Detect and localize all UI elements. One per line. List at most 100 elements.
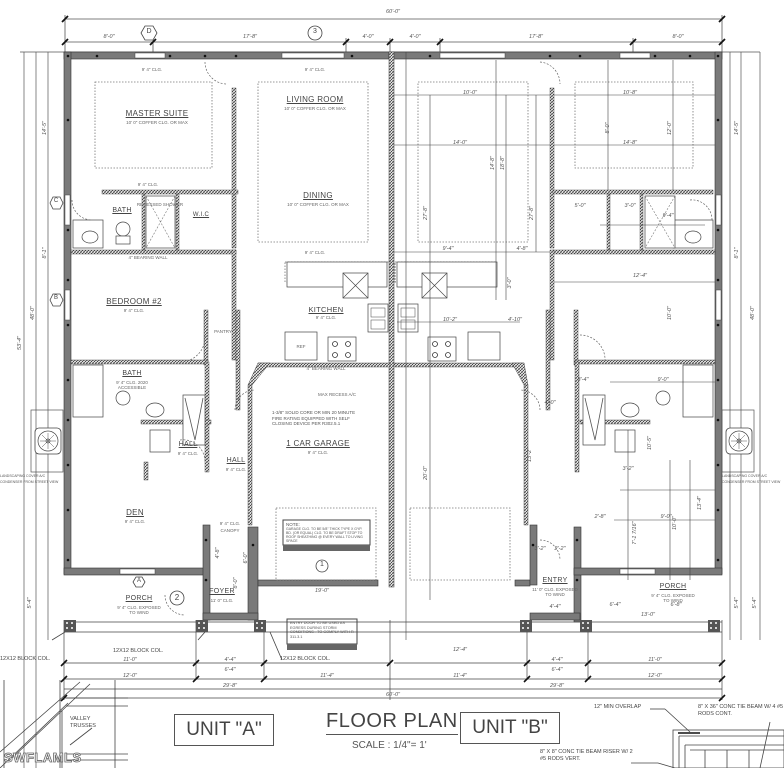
dim-b: 9'-0" <box>660 514 672 520</box>
room-porch-b: PORCH <box>659 583 687 590</box>
room-foyer-clg: 11' 0" CLG. <box>210 598 234 603</box>
dim-b: 12'-0" <box>667 120 673 136</box>
dim-bottom-b: 12'-0" <box>647 673 663 679</box>
room-porch-b-clg: 9' 4" CLG. EXPOSED TO WIND <box>651 593 695 603</box>
overlap-note: 12" MIN OVERLAP <box>594 704 642 710</box>
dim-b: 14'-0" <box>452 140 468 146</box>
room-living-clg: 10' 0" COFFER CLG. OR MAX <box>284 106 346 111</box>
dim-b: 3'-0" <box>624 203 636 209</box>
room-bedroom-2: BEDROOM #2 <box>106 297 162 306</box>
clg-note: 9' 4" CLG. <box>141 67 163 72</box>
room-kitchen: KITCHEN <box>308 305 344 314</box>
room-hall-1: HALL <box>178 441 198 448</box>
room-master-suite-clg: 10' 0" COFFER CLG. OR MAX <box>126 120 188 125</box>
room-master-bath: BATH <box>112 207 132 214</box>
dim-b: 20'-0" <box>423 465 429 481</box>
dim-b: 27'-8" <box>423 205 429 221</box>
dim-b: 6'-8" <box>670 602 682 608</box>
grid-marker-b <box>49 293 64 307</box>
room-foyer: FOYER <box>209 588 235 595</box>
room-kitchen-clg: 9' 4" CLG. <box>315 315 337 320</box>
dim-b: 9'-4" <box>662 213 674 219</box>
dim-bottom-a: 12'-0" <box>122 673 138 679</box>
clg-note: 9' 4" CLG. <box>304 250 326 255</box>
tie-beam-note: 8" X 36" CONC TIE BEAM W/ 4 #5 RODS CONT… <box>698 704 784 717</box>
room-garage-clg: 9' 4" CLG. <box>307 450 329 455</box>
room-entry-b: ENTRY <box>542 577 568 584</box>
tie-beam-riser-note: 8" X 8" CONC TIE BEAM RISER W/ 2 #5 RODS… <box>540 749 633 762</box>
dim-b: 2'-8" <box>594 514 606 520</box>
canopy-clg: 9' 4" CLG. <box>219 521 241 526</box>
grid-marker-c-label: C <box>53 198 59 204</box>
dim-b: 5'-0" <box>574 203 586 209</box>
room-den-clg: 9' 4" CLG. <box>124 519 146 524</box>
room-porch-a-clg: 9' 4" CLG. EXPOSED TO WIND <box>117 605 161 615</box>
room-garage: 1 CAR GARAGE <box>286 439 350 448</box>
dim-foyer-3: 6'-0" <box>243 552 249 564</box>
dim-left-mid: 48'-0" <box>30 305 36 321</box>
dim-right-total: 48'-0" <box>750 305 756 321</box>
dim-top-seg-5: 17'-8" <box>528 34 544 40</box>
dim-b: 10'-5" <box>647 435 653 451</box>
room-living: LIVING ROOM <box>286 95 344 104</box>
dim-b: 12'-4" <box>632 273 648 279</box>
dim-bottom-b: 4'-4" <box>551 657 563 663</box>
dim-top-seg-2: 17'-8" <box>242 34 258 40</box>
dim-b: 13'-4" <box>697 495 703 511</box>
dim-b: 7'-1 7/16" <box>632 521 638 545</box>
top-dimensions <box>20 15 760 53</box>
dim-b: 14'-8" <box>622 140 638 146</box>
dim-bottom-b: 6'-4" <box>551 667 563 673</box>
dim-bottom-a: 29'-8" <box>222 683 238 689</box>
dim-bottom-a: 4'-4" <box>224 657 236 663</box>
grid-marker-1-label: 1 <box>320 561 324 568</box>
dim-bottom-total: 60'-0" <box>385 692 401 698</box>
room-hall-1-clg: 9' 4" CLG. <box>177 451 199 456</box>
garage-note-title: NOTE: <box>286 522 300 527</box>
dim-b: 10'-0" <box>462 90 478 96</box>
dim-b: 2'-2" <box>554 546 566 552</box>
pantry-label: PANTRY <box>214 329 232 334</box>
dim-b: 3'-2" <box>622 466 634 472</box>
dim-b: 13'-2" <box>527 447 533 463</box>
clg-note: 9' 4" CLG. <box>137 182 159 187</box>
landscaping-note-b: LANDSCAPING COVER A/C CONDENSER FROM STR… <box>722 474 781 484</box>
dim-b: 27'-8" <box>529 205 535 221</box>
dim-bottom-b: 11'-4" <box>453 673 467 679</box>
dim-right-seg-3: 5'-4" <box>734 597 740 609</box>
room-porch-a: PORCH <box>125 595 153 602</box>
unit-a-label: UNIT "A" <box>174 714 274 746</box>
dim-b: 6'-4" <box>609 602 621 608</box>
canopy-label: CANOPY <box>220 528 240 533</box>
grid-marker-c <box>49 196 64 210</box>
grid-marker-2-label: 2 <box>174 593 180 602</box>
dim-bottom-b: 29'-8" <box>549 683 565 689</box>
dim-top-seg-4: 4'-0" <box>409 34 421 40</box>
dim-b: 3'-2" <box>534 546 546 552</box>
watermark: SWFLAMLS <box>4 750 82 766</box>
party-wall <box>388 51 395 588</box>
room-den: DEN <box>126 508 144 517</box>
room-entry-b-clg: 11' 0" CLG. EXPOSED TO WIND <box>532 587 578 597</box>
scale-label: SCALE : 1/4"= 1' <box>352 740 427 751</box>
dim-right-seg-1: 14'-5" <box>734 120 740 136</box>
room-dining-clg: 10' 0" COFFER CLG. OR MAX <box>287 202 349 207</box>
dim-b: 9'-0" <box>657 377 669 383</box>
bearing-wall-label: 4" BEARING WALL <box>306 366 346 371</box>
grid-marker-1 <box>315 559 329 573</box>
block-col-label: 12X12 BLOCK COL. <box>280 656 331 662</box>
dim-b: 10'-2" <box>442 317 458 323</box>
garage-note: GARAGE CLG. TO BE 5/8" THICK TYPE X GYP.… <box>286 527 363 543</box>
room-hall-2: HALL <box>226 457 246 464</box>
dim-left-seg-1: 14'-5" <box>42 120 48 136</box>
dim-left-total: 53'-4" <box>17 335 23 351</box>
dim-top-seg-1: 8'-0" <box>103 34 115 40</box>
max-recess-label: MAX RECESS A/C <box>317 392 357 397</box>
grid-marker-2 <box>169 590 185 606</box>
dim-bottom-b: 11'-0" <box>648 657 662 663</box>
room-bedroom-2-clg: 9' 4" CLG. <box>123 308 145 313</box>
dim-b: 3'-4" <box>577 377 589 383</box>
dim-bottom-a: 11'-0" <box>123 657 137 663</box>
dim-foyer-2: 8'-0" <box>233 577 239 589</box>
